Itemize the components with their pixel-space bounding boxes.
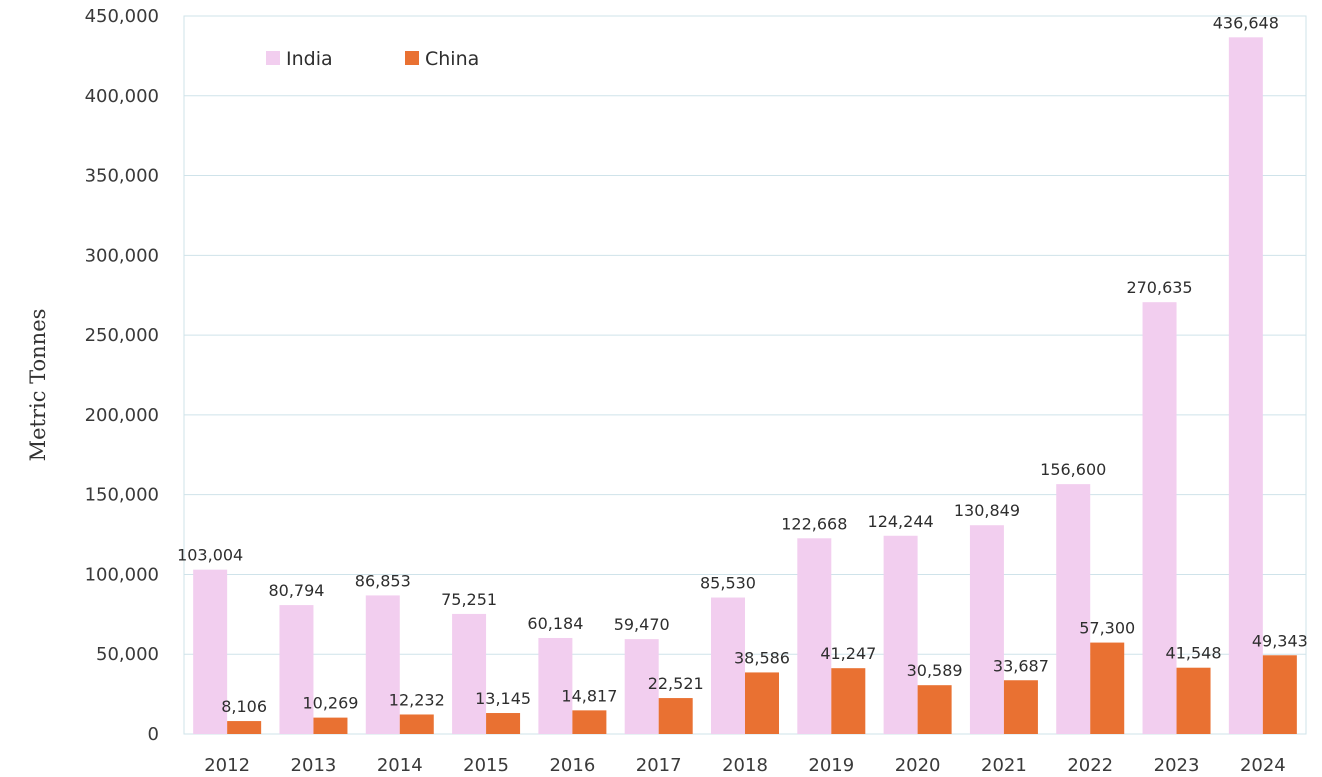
legend: India China [266, 48, 479, 70]
y-axis-ticks: 0 50,000 100,000 150,000 200,000 250,000 300,0… [85, 6, 159, 745]
bar-china-2018 [745, 672, 779, 734]
y-tick-label: 450,000 [85, 6, 159, 27]
x-tick-label: 2015 [463, 755, 509, 776]
legend-swatch-india [266, 51, 280, 65]
legend-swatch-china [405, 51, 419, 65]
bar-china-2023 [1176, 667, 1211, 734]
data-label-india-2021: 130,849 [954, 501, 1020, 520]
data-label-china-2023: 41,548 [1166, 644, 1222, 663]
data-label-china-2022: 57,300 [1079, 619, 1135, 638]
bar-india-2021 [969, 525, 1004, 734]
bars [193, 37, 1297, 735]
gridlines [184, 15, 1306, 655]
data-label-china-2012: 8,106 [221, 697, 267, 716]
data-label-china-2015: 13,145 [475, 689, 531, 708]
y-tick-label: 0 [148, 724, 159, 745]
x-tick-label: 2020 [895, 755, 941, 776]
bar-india-2013 [279, 605, 314, 734]
data-label-india-2016: 60,184 [527, 614, 583, 633]
bar-china-2022 [1090, 642, 1125, 734]
data-label-india-2022: 156,600 [1040, 460, 1106, 479]
y-tick-label: 50,000 [96, 644, 159, 665]
y-tick-label: 200,000 [85, 405, 159, 426]
data-label-india-2023: 270,635 [1126, 278, 1192, 297]
data-label-india-2019: 122,668 [781, 514, 847, 533]
data-label-india-2013: 80,794 [268, 581, 324, 600]
x-tick-label: 2017 [636, 755, 682, 776]
bar-china-2020 [917, 685, 952, 734]
data-labels: 103,004 8,106 80,794 10,269 86,853 12,232 75,2… [177, 13, 1308, 716]
y-tick-label: 300,000 [85, 245, 159, 266]
x-tick-label: 2012 [204, 755, 250, 776]
legend-label-india: India [286, 48, 333, 70]
y-tick-label: 250,000 [85, 325, 159, 346]
data-label-china-2014: 12,232 [389, 690, 445, 709]
bar-india-2019 [797, 538, 832, 734]
bar-india-2017 [624, 639, 659, 734]
bar-china-2019 [831, 668, 866, 734]
data-label-china-2024: 49,343 [1252, 631, 1308, 650]
data-label-india-2020: 124,244 [868, 512, 934, 531]
y-tick-label: 400,000 [85, 86, 159, 107]
bar-china-2016 [572, 710, 607, 734]
bar-india-2012 [193, 569, 228, 734]
y-axis-label: Metric Tonnes [26, 309, 50, 462]
y-tick-label: 100,000 [85, 564, 159, 585]
data-label-india-2014: 86,853 [355, 571, 411, 590]
bar-india-2023 [1142, 302, 1177, 734]
x-tick-label: 2023 [1154, 755, 1200, 776]
x-tick-label: 2024 [1240, 755, 1286, 776]
y-tick-label: 150,000 [85, 485, 159, 506]
data-label-india-2017: 59,470 [614, 615, 670, 634]
bar-china-2024 [1262, 655, 1297, 734]
y-tick-label: 350,000 [85, 166, 159, 187]
data-label-india-2015: 75,251 [441, 590, 497, 609]
bar-india-2014 [365, 595, 400, 734]
bar-china-2021 [1003, 680, 1038, 734]
x-tick-label: 2021 [981, 755, 1027, 776]
data-label-china-2017: 22,521 [648, 674, 704, 693]
data-label-china-2020: 30,589 [907, 661, 963, 680]
x-tick-label: 2019 [808, 755, 854, 776]
bar-india-2015 [452, 613, 487, 734]
x-tick-label: 2018 [722, 755, 768, 776]
x-tick-label: 2016 [549, 755, 595, 776]
legend-label-china: China [425, 48, 479, 70]
bar-india-2020 [883, 535, 918, 734]
bar-india-2024 [1228, 37, 1263, 735]
bar-india-2018 [711, 597, 745, 734]
bar-china-2017 [658, 698, 693, 734]
data-label-china-2021: 33,687 [993, 656, 1049, 675]
data-label-china-2016: 14,817 [561, 686, 617, 705]
data-label-china-2018: 38,586 [734, 648, 790, 667]
bar-china-2015 [486, 713, 521, 734]
data-label-china-2019: 41,247 [820, 644, 876, 663]
data-label-india-2012: 103,004 [177, 546, 243, 565]
data-label-china-2013: 10,269 [302, 694, 358, 713]
x-tick-label: 2022 [1067, 755, 1113, 776]
x-axis-ticks: 2012 2013 2014 2015 2016 2017 2018 2019 2020 2021… [204, 755, 1286, 776]
x-tick-label: 2014 [377, 755, 423, 776]
data-label-india-2018: 85,530 [700, 574, 756, 593]
bar-india-2022 [1056, 484, 1091, 734]
bar-china-2014 [399, 714, 434, 734]
bar-china-2013 [313, 717, 348, 734]
bar-india-2016 [538, 637, 573, 734]
bar-china-2012 [227, 721, 262, 734]
data-label-india-2024: 436,648 [1213, 13, 1279, 32]
x-tick-label: 2013 [291, 755, 337, 776]
